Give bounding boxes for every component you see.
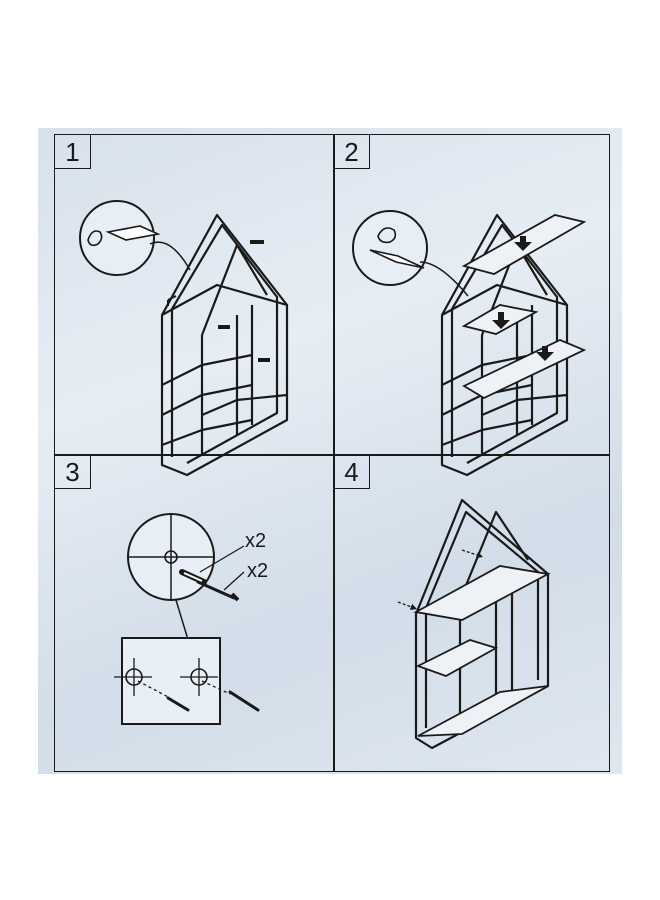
hand-detail-icon <box>377 227 397 244</box>
screw-icon <box>196 580 240 602</box>
step-4-number: 4 <box>334 455 370 489</box>
dowel-icon <box>179 569 207 585</box>
step-3-number: 3 <box>55 455 91 489</box>
step-2-number: 2 <box>334 135 370 169</box>
hand-detail-icon <box>87 230 103 247</box>
grid-divider-horizontal <box>54 454 610 456</box>
step-2-detail-circle <box>352 210 469 297</box>
step-4-shelf-panels <box>413 565 551 737</box>
step-grid <box>54 134 610 772</box>
step-3-detail-circle <box>127 513 215 601</box>
wall-plate-icon <box>114 637 260 725</box>
grid-divider-vertical <box>333 134 335 772</box>
screw-quantity-label: x2 <box>247 560 269 582</box>
step-1-number: 1 <box>55 135 91 169</box>
down-arrow-icon <box>492 236 554 361</box>
dowel-quantity-label: x2 <box>245 530 267 552</box>
step-1-detail-circle <box>79 200 191 276</box>
step-4-screw-markers <box>397 549 484 610</box>
step-1-frame <box>160 213 289 477</box>
